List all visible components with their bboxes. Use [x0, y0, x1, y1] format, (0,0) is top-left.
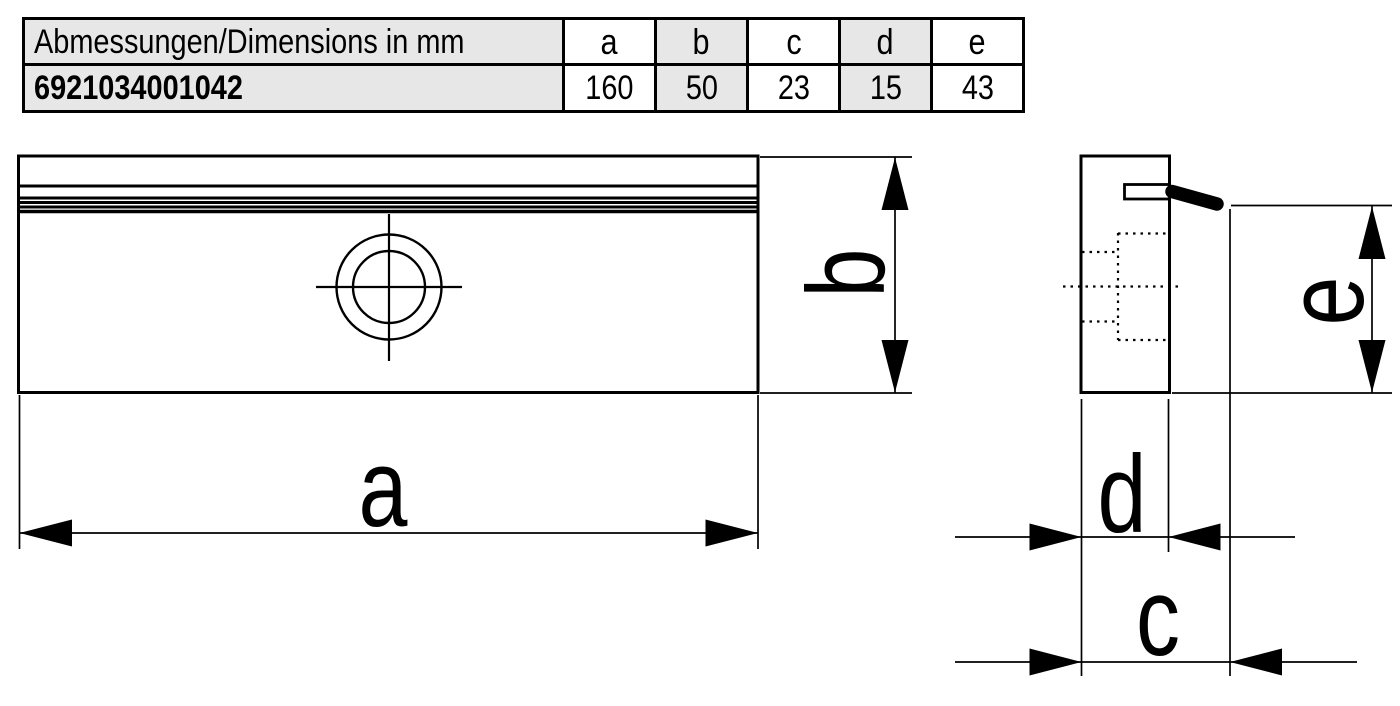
arrowhead-down-icon [1358, 340, 1386, 393]
side-view [1063, 154, 1224, 394]
value-c: 23 [777, 69, 810, 107]
arrowhead-left-icon [1168, 523, 1221, 551]
arrowhead-up-icon [1358, 206, 1386, 259]
dimension-a: a [18, 395, 759, 551]
dimension-label-b: b [786, 249, 909, 298]
col-header-a: a [562, 17, 657, 66]
value-d: 15 [869, 69, 902, 107]
dimension-d: d [955, 209, 1295, 676]
hidden-hole-lines [1063, 232, 1178, 342]
col-header-e: e [930, 17, 1025, 66]
value-d-cell: 15 [838, 63, 933, 113]
col-header-c: c [746, 17, 841, 66]
arrowhead-right-icon [1029, 648, 1082, 676]
arrowhead-left-icon [1230, 648, 1282, 676]
value-b: 50 [685, 69, 718, 107]
part-number: 6921034001042 [34, 69, 243, 107]
table-header-row: Abmessungen/Dimensions in mm a b c d e [22, 17, 1025, 66]
value-e: 43 [961, 69, 994, 107]
col-header-d: d [838, 17, 933, 66]
arrowhead-left-icon [19, 519, 72, 547]
arrowhead-right-icon [705, 519, 758, 547]
value-b-cell: 50 [654, 63, 749, 113]
value-a: 160 [585, 69, 634, 107]
value-e-cell: 43 [930, 63, 1025, 113]
arrowhead-up-icon [881, 157, 909, 210]
part-number-cell: 6921034001042 [22, 63, 565, 113]
dimension-label-a: a [359, 428, 408, 551]
serration-band [20, 196, 757, 214]
dimension-c: c [955, 557, 1357, 680]
latch-lever [1165, 184, 1224, 211]
table-title: Abmessungen/Dimensions in mm [34, 22, 465, 61]
value-a-cell: 160 [562, 63, 657, 113]
dimension-label-d: d [1098, 434, 1147, 557]
arrowhead-down-icon [881, 340, 909, 393]
dimensions-table: Abmessungen/Dimensions in mm a b c d e 6… [22, 17, 1025, 113]
front-view [17, 154, 760, 394]
dimension-label-e: e [1265, 277, 1388, 326]
dimension-label-c: c [1136, 557, 1180, 680]
dimension-e: e [1172, 204, 1392, 394]
table-title-cell: Abmessungen/Dimensions in mm [22, 17, 565, 66]
arrowhead-right-icon [1029, 523, 1082, 551]
table-value-row: 6921034001042 160 50 23 15 43 [22, 63, 1025, 113]
value-c-cell: 23 [746, 63, 841, 113]
lever-slot [1123, 183, 1171, 201]
dimension-b: b [760, 156, 912, 394]
col-header-b: b [654, 17, 749, 66]
